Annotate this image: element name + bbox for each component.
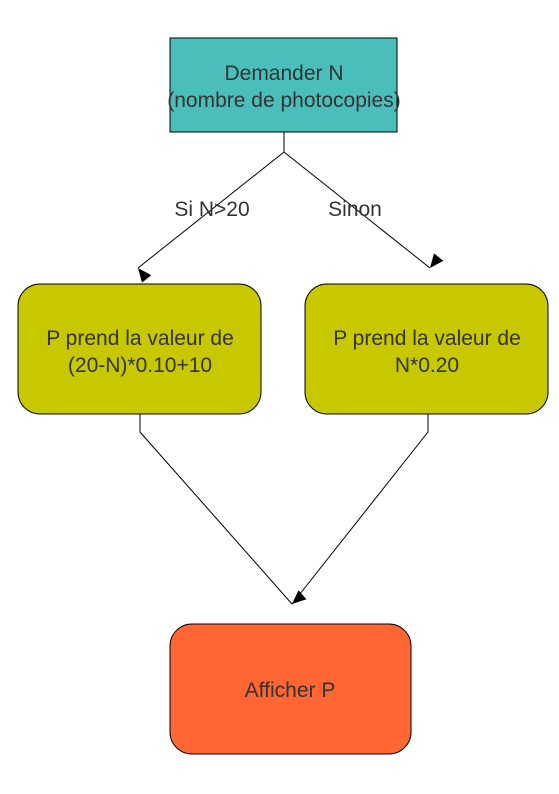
node-left-box (17, 283, 262, 415)
node-right-line1: P prend la valeur de (333, 327, 521, 350)
node-right-line2: N*0.20 (395, 354, 459, 377)
node-right-box (304, 283, 549, 415)
edge-label-false: Sinon (328, 198, 382, 221)
node-end-line1: Afficher P (245, 679, 336, 702)
node-end-box (169, 623, 412, 755)
edge-label-true: Si N>20 (174, 198, 249, 221)
node-start-line1: Demander N (224, 62, 343, 85)
node-start-line2: (nombre de photocopies) (167, 89, 400, 112)
node-left-line1: P prend la valeur de (46, 327, 234, 350)
connector-start-to-right (283, 151, 444, 269)
node-start-box (169, 37, 398, 133)
connector-left-to-end (139, 414, 307, 605)
node-left-line2: (20-N)*0.10+10 (68, 354, 212, 377)
connector-right-to-end (291, 414, 429, 605)
